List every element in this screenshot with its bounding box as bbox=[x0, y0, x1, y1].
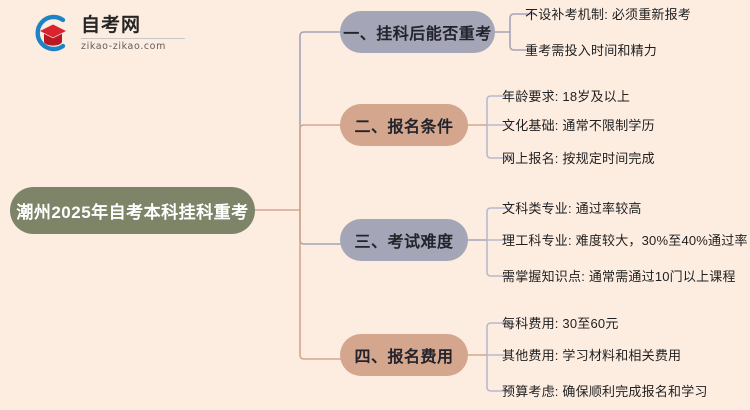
trunk-to-branch-4 bbox=[299, 209, 341, 360]
leaf-3-1: 文科类专业: 通过率较高 bbox=[502, 201, 642, 216]
logo-divider bbox=[81, 38, 185, 40]
leaf-1-2: 重考需投入时间和精力 bbox=[525, 43, 658, 58]
leaf-3-3: 需掌握知识点: 通常需通过10门以上课程 bbox=[502, 269, 736, 284]
branch-node-4[interactable]: 四、报名费用 bbox=[340, 334, 468, 376]
trunk-to-branch-3 bbox=[299, 209, 341, 245]
leaf-2-1: 年龄要求: 18岁及以上 bbox=[502, 89, 631, 104]
logo-domain: zikao-zikao.com bbox=[81, 41, 166, 53]
root-node[interactable]: 潮州2025年自考本科挂科重考 bbox=[10, 187, 255, 234]
leaf-4-1: 每科费用: 30至60元 bbox=[502, 316, 619, 331]
leaf-1-1: 不设补考机制: 必须重新报考 bbox=[525, 7, 692, 22]
leaf-4-3: 预算考虑: 确保顺利完成报名和学习 bbox=[502, 384, 708, 399]
graduation-cap-icon bbox=[28, 11, 72, 55]
trunk-to-branch-2 bbox=[299, 124, 341, 211]
leaf-2-2: 文化基础: 通常不限制学历 bbox=[502, 118, 655, 133]
branch-node-2[interactable]: 二、报名条件 bbox=[340, 104, 468, 146]
branch-node-3[interactable]: 三、考试难度 bbox=[340, 219, 468, 261]
leaf-3-2: 理工科专业: 难度较大，30%至40%通过率 bbox=[502, 233, 748, 248]
logo-title: 自考网 bbox=[81, 15, 142, 37]
leaf-2-3: 网上报名: 按规定时间完成 bbox=[502, 151, 655, 166]
branch-node-1[interactable]: 一、挂科后能否重考 bbox=[340, 11, 495, 53]
leaf-4-2: 其他费用: 学习材料和相关费用 bbox=[502, 348, 682, 363]
trunk-to-branch-1 bbox=[299, 31, 341, 211]
site-logo[interactable]: 自考网 zikao-zikao.com bbox=[28, 10, 208, 56]
